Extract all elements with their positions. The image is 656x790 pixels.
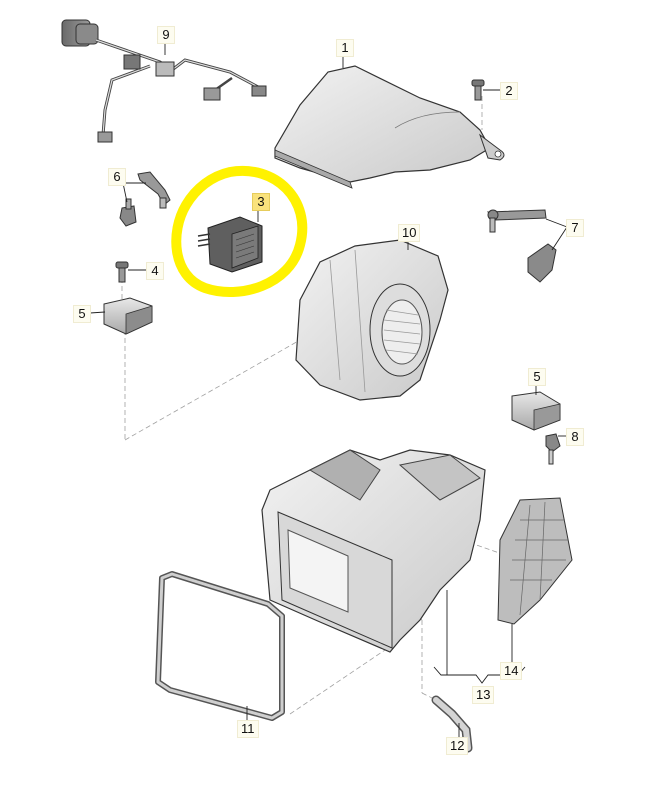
callout-part-11: 11 (237, 720, 259, 738)
callout-part-13: 13 (472, 686, 495, 704)
heater-housing-part[interactable] (261, 449, 486, 653)
callout-part-6: 6 (108, 168, 126, 186)
callout-part-5-left: 5 (73, 305, 91, 323)
callout-part-8: 8 (566, 428, 584, 446)
linkage-lever-part[interactable] (119, 171, 171, 227)
callout-part-1: 1 (336, 39, 354, 57)
callout-part-9: 9 (157, 26, 175, 44)
gasket-seal-part[interactable] (155, 571, 285, 721)
lever-bracket-part[interactable] (486, 209, 557, 283)
blower-housing-part[interactable] (295, 239, 449, 401)
blower-resistor-part[interactable] (197, 216, 263, 273)
callout-part-5-right: 5 (528, 368, 546, 386)
servo-motor-right-part[interactable] (511, 391, 561, 431)
bolt-part-4[interactable] (115, 261, 129, 283)
callout-part-2: 2 (500, 82, 518, 100)
temperature-sensor-part[interactable] (545, 433, 561, 465)
callout-part-10: 10 (398, 224, 421, 242)
bolt-part[interactable] (471, 79, 485, 101)
callout-part-7: 7 (566, 219, 584, 237)
upper-duct-cover-part[interactable] (274, 65, 505, 189)
callout-part-12: 12 (446, 737, 469, 755)
callout-part-3: 3 (252, 193, 270, 211)
wiring-harness-part[interactable] (61, 19, 267, 143)
servo-motor-left-part[interactable] (103, 297, 153, 335)
highlight-circle-icon (171, 165, 308, 297)
assembly-leader-lines (121, 96, 506, 715)
callout-part-14: 14 (500, 662, 523, 680)
callout-part-4: 4 (146, 262, 164, 280)
cover-flap-part[interactable] (497, 497, 573, 625)
